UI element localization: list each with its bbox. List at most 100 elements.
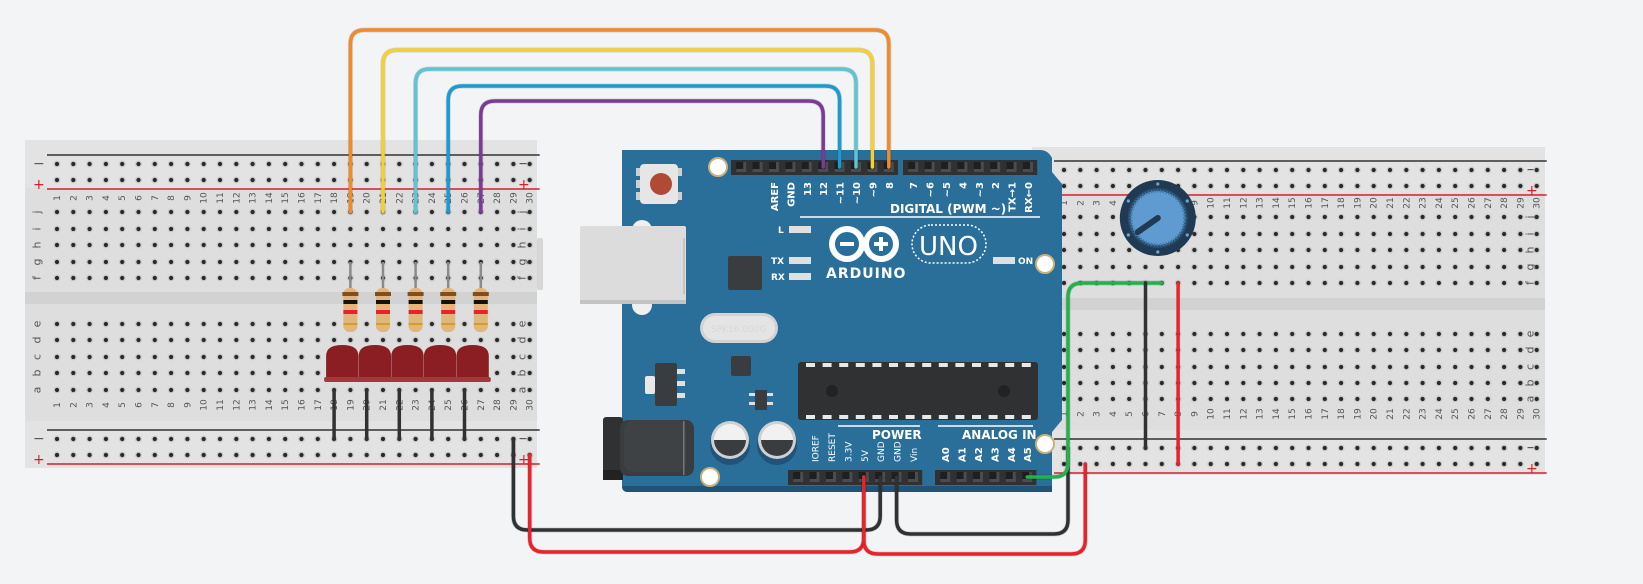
rail-polarity-label: + <box>518 177 530 193</box>
header-pin[interactable] <box>801 162 812 172</box>
header-pin[interactable] <box>924 162 935 172</box>
small-chip <box>731 356 751 376</box>
column-number: 22 <box>1402 408 1412 419</box>
header-pin[interactable] <box>752 162 763 172</box>
header-pin[interactable] <box>1005 472 1016 482</box>
column-number: 13 <box>1256 197 1266 208</box>
column-number: 30 <box>1533 408 1543 420</box>
column-number: 6 <box>135 195 145 201</box>
row-letter: b <box>516 369 529 376</box>
row-letter: f <box>516 275 529 280</box>
column-number: 4 <box>1109 411 1119 417</box>
header-pin[interactable] <box>826 472 836 482</box>
digital-pin-label: 8 <box>885 182 896 189</box>
right-breadboard[interactable]: −−++−−++11223344556677889910101111121213… <box>1032 147 1547 477</box>
rail-polarity-label: − <box>1526 162 1538 178</box>
resistor[interactable] <box>472 262 489 332</box>
wire-pin11-blue[interactable] <box>446 84 842 214</box>
power-pin-label: GND <box>877 441 887 462</box>
header-pin[interactable] <box>1023 162 1033 172</box>
column-number: 8 <box>167 402 177 408</box>
header-pin[interactable] <box>989 472 1000 482</box>
column-number: 14 <box>1272 408 1282 420</box>
led-red[interactable] <box>324 345 361 382</box>
row-letter: j <box>1524 215 1537 219</box>
wire-pin12-purple[interactable] <box>479 99 825 214</box>
header-pin[interactable] <box>940 472 951 482</box>
column-number: 3 <box>1093 200 1103 206</box>
analog-section-label: ANALOG IN <box>962 428 1037 442</box>
column-number: 16 <box>298 399 308 411</box>
header-pin[interactable] <box>809 472 820 482</box>
wire-gnd-right[interactable] <box>894 446 1070 536</box>
wire-pin8-orange[interactable] <box>348 28 891 214</box>
wire-5v-right[interactable] <box>862 462 1088 556</box>
row-letter: a <box>31 387 44 394</box>
header-pin[interactable] <box>736 162 747 172</box>
resistor[interactable] <box>342 262 359 332</box>
row-letter: h <box>516 241 529 248</box>
capacitor <box>757 421 797 465</box>
column-number: 11 <box>1223 197 1233 208</box>
column-number: 10 <box>1207 408 1217 420</box>
column-number: 28 <box>1500 197 1510 209</box>
digital-header-right <box>903 160 1038 175</box>
column-number: 13 <box>1256 408 1266 419</box>
row-letter: i <box>1524 232 1537 235</box>
header-pin[interactable] <box>957 162 968 172</box>
capacitor <box>710 421 750 465</box>
header-pin[interactable] <box>956 472 967 482</box>
digital-pin-label: TX→1 <box>1008 182 1019 212</box>
wire-pin9-yellow[interactable] <box>381 48 875 214</box>
column-number: 9 <box>183 402 193 408</box>
header-pin[interactable] <box>908 162 919 172</box>
column-number: 7 <box>151 195 161 201</box>
wire-gnd-left[interactable] <box>511 437 882 532</box>
header-pin[interactable] <box>973 472 983 482</box>
header-pin[interactable] <box>769 162 779 172</box>
wire-a5-green[interactable] <box>1025 281 1164 479</box>
header-pin[interactable] <box>990 162 1001 172</box>
column-number: 11 <box>1223 408 1233 419</box>
column-number: 5 <box>118 402 128 408</box>
led-red[interactable] <box>421 345 459 382</box>
row-letter: a <box>516 387 529 394</box>
led-red[interactable] <box>389 345 426 382</box>
led-red[interactable] <box>356 345 393 382</box>
led-red[interactable] <box>454 345 491 382</box>
breadboard-connector-tab <box>537 238 543 290</box>
header-pin[interactable] <box>785 162 796 172</box>
potentiometer[interactable] <box>1119 180 1196 256</box>
crystal-oscillator: SPK16.000G <box>700 313 778 343</box>
wire-pin10-lightblue[interactable] <box>413 67 858 214</box>
digital-pin-label: 4 <box>958 182 969 189</box>
column-number: 30 <box>526 399 536 411</box>
resistor[interactable] <box>375 262 391 332</box>
header-pin[interactable] <box>793 472 804 482</box>
resistor[interactable] <box>440 262 457 332</box>
header-pin[interactable] <box>973 162 984 172</box>
power-rail-bottom <box>1032 430 1545 475</box>
row-letter: g <box>31 259 44 266</box>
header-pin[interactable] <box>908 472 918 482</box>
column-number: 27 <box>1484 197 1494 208</box>
header-pin[interactable] <box>941 162 951 172</box>
column-number: 6 <box>135 402 145 408</box>
column-number: 27 <box>1484 408 1494 419</box>
left-breadboard[interactable]: −−++−−++11223344556677889910101111121213… <box>25 140 543 468</box>
column-number: 27 <box>477 399 487 410</box>
header-pin[interactable] <box>1006 162 1017 172</box>
column-number: 24 <box>1435 197 1445 209</box>
row-letter: d <box>1524 347 1537 354</box>
resistor[interactable] <box>407 262 424 332</box>
column-number: 22 <box>395 192 405 203</box>
svg-text:SPK16.000G: SPK16.000G <box>711 325 767 335</box>
rail-polarity-label: + <box>1526 461 1538 477</box>
analog-header <box>935 470 1037 485</box>
column-number: 7 <box>1158 411 1168 417</box>
header-pin[interactable] <box>842 472 853 482</box>
reset-button[interactable] <box>636 164 682 204</box>
